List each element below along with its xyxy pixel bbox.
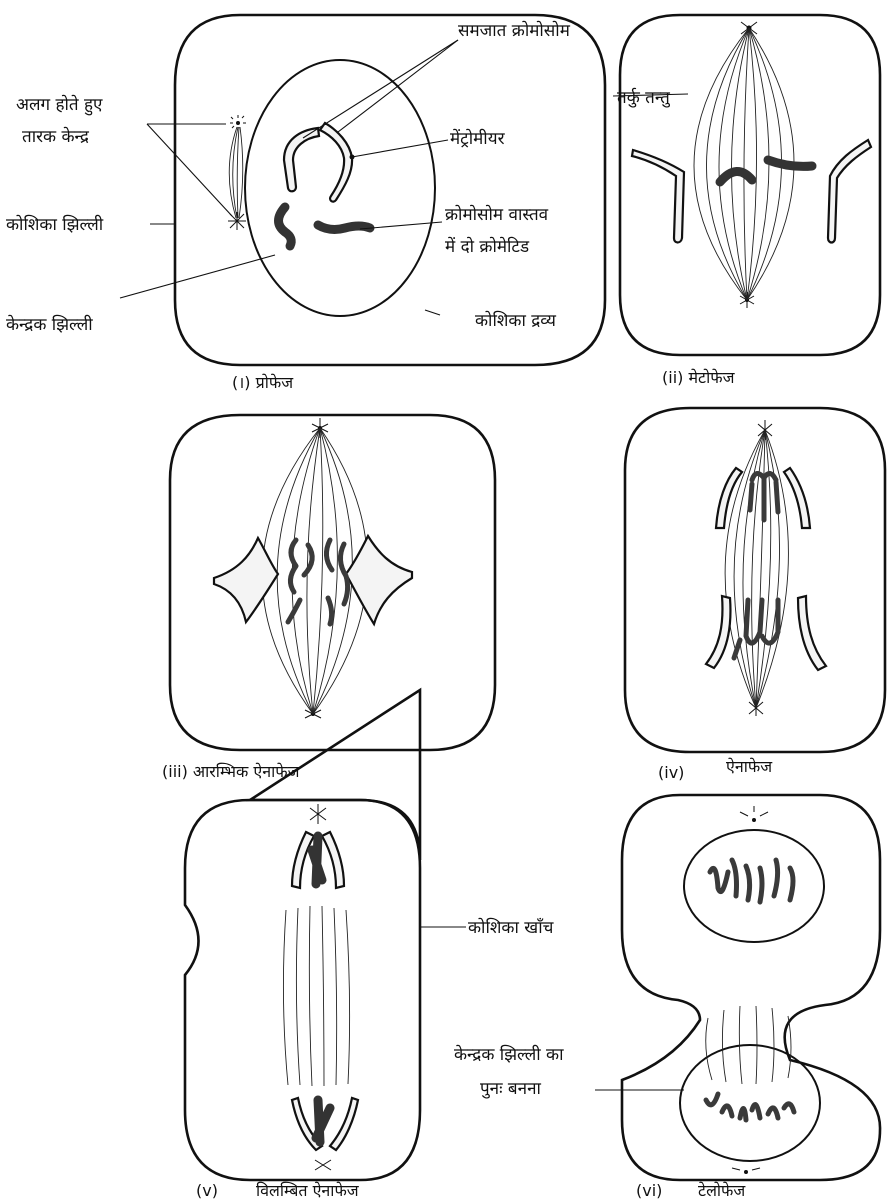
prophase-centrosome-top	[230, 115, 246, 128]
prophase-aster-fibers	[229, 127, 243, 218]
early-anaphase-chromatid-1	[290, 540, 296, 592]
label-cleavage-furrow: कोशिका खाँच	[468, 917, 555, 938]
early-anaphase-chromatid-6	[328, 598, 332, 624]
early-anaphase-chromosome-right	[346, 536, 412, 624]
caption-prophase: (।) प्रोफेज	[232, 373, 294, 392]
early-anaphase-chromosome-left	[214, 538, 278, 622]
caption-late-anaphase-num: (v)	[196, 1181, 218, 1200]
metaphase-chromosome-2	[720, 171, 752, 182]
label-cell-membrane: कोशिका झिल्ली	[6, 214, 104, 235]
anaphase-chromosome-lower-left	[706, 596, 730, 668]
label-nuclear-membrane-reform-line1: केन्द्रक झिल्ली का	[454, 1044, 564, 1065]
early-anaphase-chromatid-3	[326, 540, 332, 570]
telophase-cell-outline	[622, 795, 880, 1180]
label-centrosomes-line2: तारक केन्द्र	[22, 126, 90, 147]
label-chromatids-line1: क्रोमोसोम वास्तव	[445, 204, 549, 225]
telophase-upper-chromatin	[710, 860, 793, 902]
panel-anaphase: (iv) ऐनाफेज	[625, 408, 885, 782]
caption-late-anaphase: विलम्बित ऐनाफेज	[256, 1181, 360, 1200]
anaphase-chromosome-upper-right	[784, 468, 810, 528]
anaphase-chromosome-lower-right	[798, 596, 826, 670]
late-anaphase-lower-chromatids-dark	[316, 1100, 330, 1142]
prophase-chromosome-1	[284, 128, 319, 191]
prophase-chromosome-2	[320, 123, 352, 202]
telophase-centrosome-bottom	[732, 1168, 760, 1174]
metaphase-chromosome-4	[828, 140, 871, 243]
label-cytoplasm: कोशिका द्रव्य	[475, 310, 556, 331]
panel-prophase: समजात क्रोमोसोम अलग होते हुए तारक केन्द्…	[6, 15, 605, 392]
telophase-centrosome-top	[740, 806, 768, 822]
label-centrosomes-line1: अलग होते हुए	[16, 94, 103, 116]
late-anaphase-aster-bottom	[315, 1160, 331, 1170]
prophase-chromosome-3	[279, 207, 292, 246]
panel-metaphase: तर्कु तन्तु (ii) मेटोफेज	[613, 15, 880, 387]
label-homologous-chromosomes: समजात क्रोमोसोम	[458, 20, 571, 41]
early-anaphase-chromatid-2	[304, 545, 312, 575]
caption-metaphase: (ii) मेटोफेज	[662, 368, 736, 387]
anaphase-chromatids-upper	[750, 473, 778, 520]
panel-early-anaphase: (iii) आरम्भिक ऐनाफेज	[162, 415, 495, 781]
metaphase-chromosome-1	[632, 150, 684, 243]
metaphase-cell-outline	[620, 15, 880, 355]
late-anaphase-aster-top	[310, 804, 326, 824]
late-anaphase-lower-chromatids-right	[330, 1098, 358, 1150]
caption-anaphase-num: (iv)	[658, 763, 684, 782]
caption-telophase-num: (vi)	[636, 1181, 662, 1200]
anaphase-chromosome-upper-left	[716, 468, 742, 528]
telophase-lower-nucleus	[680, 1045, 820, 1161]
caption-early-anaphase: (iii) आरम्भिक ऐनाफेज	[162, 762, 301, 781]
early-anaphase-chromatid-4	[340, 544, 347, 604]
label-nuclear-membrane: केन्द्रक झिल्ली	[6, 314, 93, 335]
late-anaphase-upper-chromatids-dark	[312, 836, 322, 884]
label-chromatids-line2: में दो क्रोमेटिड	[445, 236, 530, 257]
caption-anaphase: ऐनाफेज	[726, 757, 773, 776]
label-centromere: मेंट्रोमीयर	[450, 128, 506, 149]
metaphase-chromosome-3	[768, 160, 812, 166]
telophase-lower-chromatin	[706, 1094, 794, 1120]
label-nuclear-membrane-reform-line2: पुनः बनना	[480, 1079, 542, 1099]
caption-telophase: टेलोफेज	[698, 1181, 746, 1200]
telophase-upper-nucleus	[684, 830, 824, 942]
late-anaphase-interzone-fibers	[283, 906, 349, 1086]
label-spindle-fibers: तर्कु तन्तु	[617, 87, 671, 108]
panel-telophase: केन्द्रक झिल्ली का पुनः बनना (vi) टेलोफे…	[454, 795, 880, 1200]
